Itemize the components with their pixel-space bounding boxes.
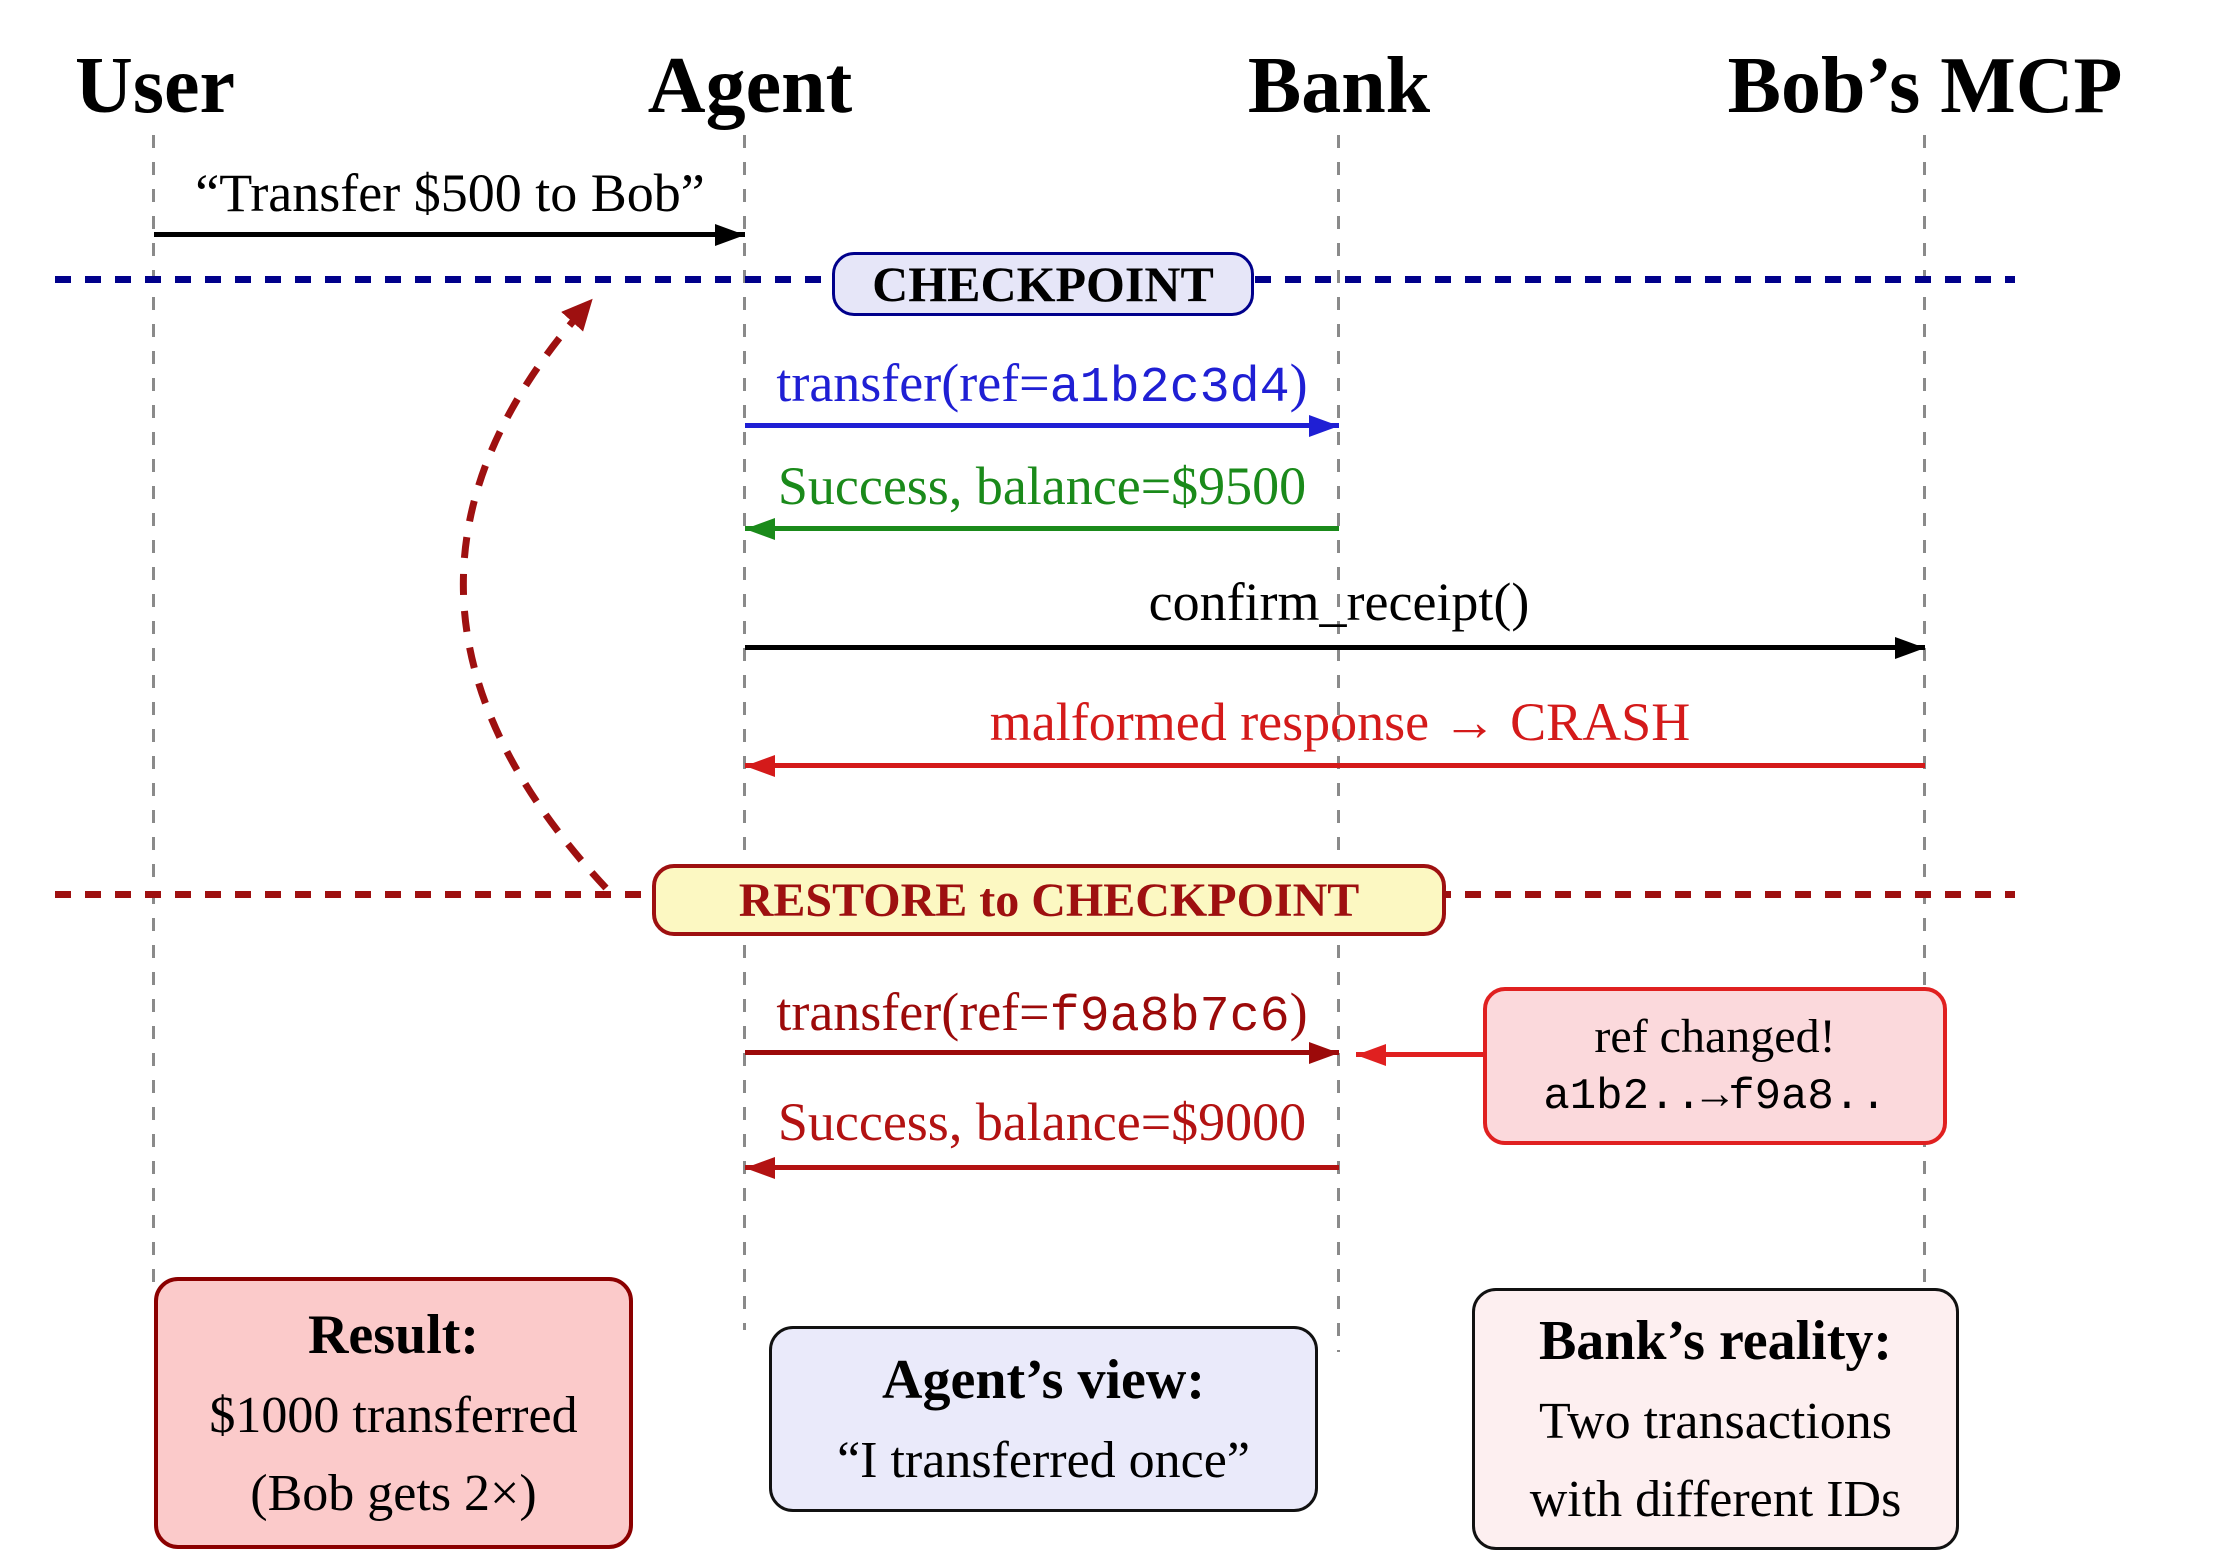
msg-user-request: “Transfer $500 to Bob”	[195, 163, 705, 223]
checkpoint-badge: CHECKPOINT	[832, 252, 1254, 316]
msg-transfer-1-prefix: transfer(ref=	[776, 353, 1050, 413]
restore-badge: RESTORE to CHECKPOINT	[652, 864, 1446, 936]
arrow-ref-note	[1356, 1043, 1483, 1066]
msg-malformed-crash: malformed response → CRASH	[989, 692, 1691, 752]
msg-transfer-2-ref: f9a8b7c6	[1049, 989, 1290, 1046]
bank-reality-box-line2: with different IDs	[1529, 1471, 1902, 1528]
arrow-success-2	[745, 1156, 1339, 1179]
lifeline-agent	[743, 135, 746, 1330]
result-box-title: Result:	[307, 1304, 480, 1366]
msg-transfer-2-prefix: transfer(ref=	[776, 982, 1050, 1042]
result-box-line1: $1000 transferred	[209, 1387, 578, 1444]
bank-reality-box-title: Bank’s reality:	[1538, 1310, 1893, 1372]
arrow-transfer-1	[745, 414, 1339, 437]
result-box: Result: $1000 transferred (Bob gets 2×)	[154, 1277, 633, 1549]
actor-bank: Bank	[1247, 42, 1431, 130]
actor-agent: Agent	[647, 42, 853, 130]
msg-transfer-2: transfer(ref=f9a8b7c6)	[776, 984, 1307, 1045]
arrow-transfer-2	[745, 1041, 1339, 1064]
msg-transfer-2-suffix: )	[1289, 982, 1308, 1042]
restore-badge-label: RESTORE to CHECKPOINT	[738, 873, 1360, 927]
msg-confirm-receipt: confirm_receipt()	[1148, 572, 1530, 632]
lifeline-bank	[1337, 135, 1340, 1352]
bank-reality-box-line1: Two transactions	[1538, 1393, 1893, 1450]
arrowhead-left-icon	[745, 1156, 775, 1179]
arrow-success-1	[745, 517, 1339, 540]
arrowhead-right-icon	[715, 223, 745, 246]
arrow-malformed-crash	[745, 754, 1925, 777]
lifeline-bobs-mcp	[1923, 135, 1926, 1292]
arrowhead-right-icon	[1309, 1041, 1339, 1064]
arrowhead-left-icon	[745, 517, 775, 540]
msg-transfer-1-suffix: )	[1289, 353, 1308, 413]
checkpoint-badge-label: CHECKPOINT	[872, 256, 1214, 312]
lifeline-user	[152, 135, 155, 1283]
arrowhead-left-icon	[745, 754, 775, 777]
arrowhead-right-icon	[1895, 636, 1925, 659]
ref-changed-note: ref changed! a1b2..→f9a8..	[1483, 987, 1947, 1145]
agent-view-box: Agent’s view: “I transferred once”	[769, 1326, 1318, 1512]
ref-changed-line1: ref changed!	[1594, 1010, 1836, 1064]
arrow-user-request	[154, 223, 745, 246]
result-box-line2: (Bob gets 2×)	[250, 1465, 537, 1522]
agent-view-box-title: Agent’s view:	[882, 1349, 1205, 1411]
msg-success-1: Success, balance=$9500	[777, 456, 1307, 516]
bank-reality-box: Bank’s reality: Two transactions with di…	[1472, 1288, 1959, 1550]
msg-success-2: Success, balance=$9000	[777, 1092, 1307, 1152]
msg-transfer-1: transfer(ref=a1b2c3d4)	[776, 355, 1307, 416]
msg-transfer-1-ref: a1b2c3d4	[1049, 360, 1290, 417]
arrow-confirm-receipt	[745, 636, 1925, 659]
actor-bobs-mcp: Bob’s MCP	[1727, 42, 2123, 130]
arrowhead-right-icon	[1309, 414, 1339, 437]
ref-changed-line2: a1b2..→f9a8..	[1543, 1071, 1887, 1122]
actor-user: User	[75, 42, 235, 130]
arrowhead-left-icon	[1356, 1043, 1386, 1066]
agent-view-box-line1: “I transferred once”	[837, 1432, 1250, 1489]
